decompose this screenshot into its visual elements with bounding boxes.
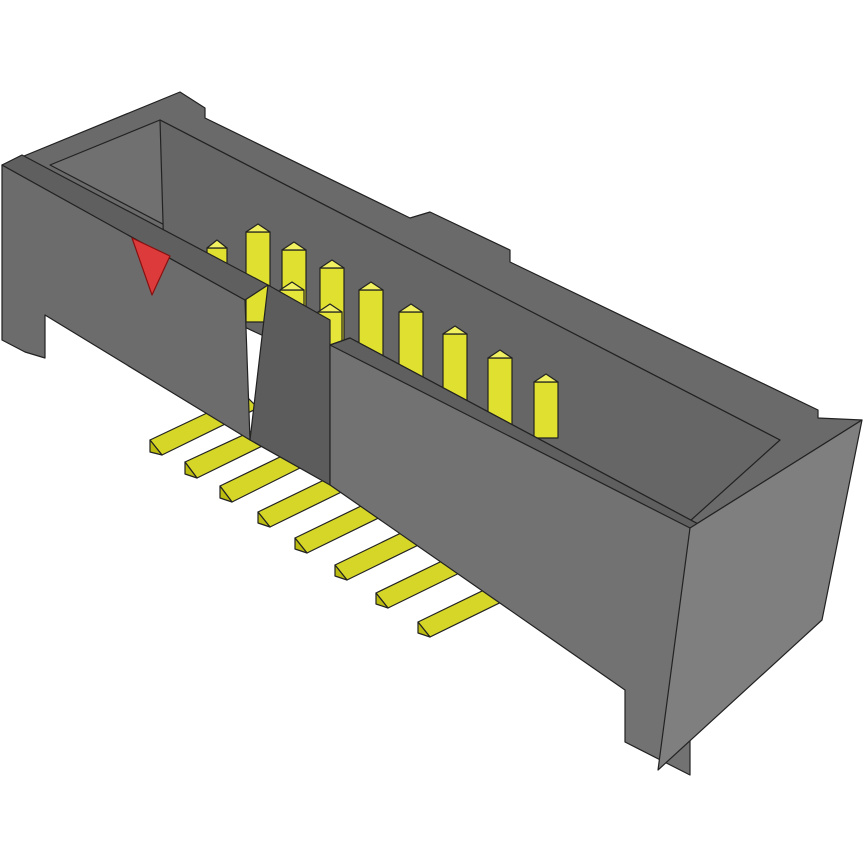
polarization-key-slot [249,284,331,486]
pin [533,373,559,439]
housing-left-end [1,164,251,441]
pin1-marker-triangle [131,237,171,296]
housing-right-end [657,419,863,771]
